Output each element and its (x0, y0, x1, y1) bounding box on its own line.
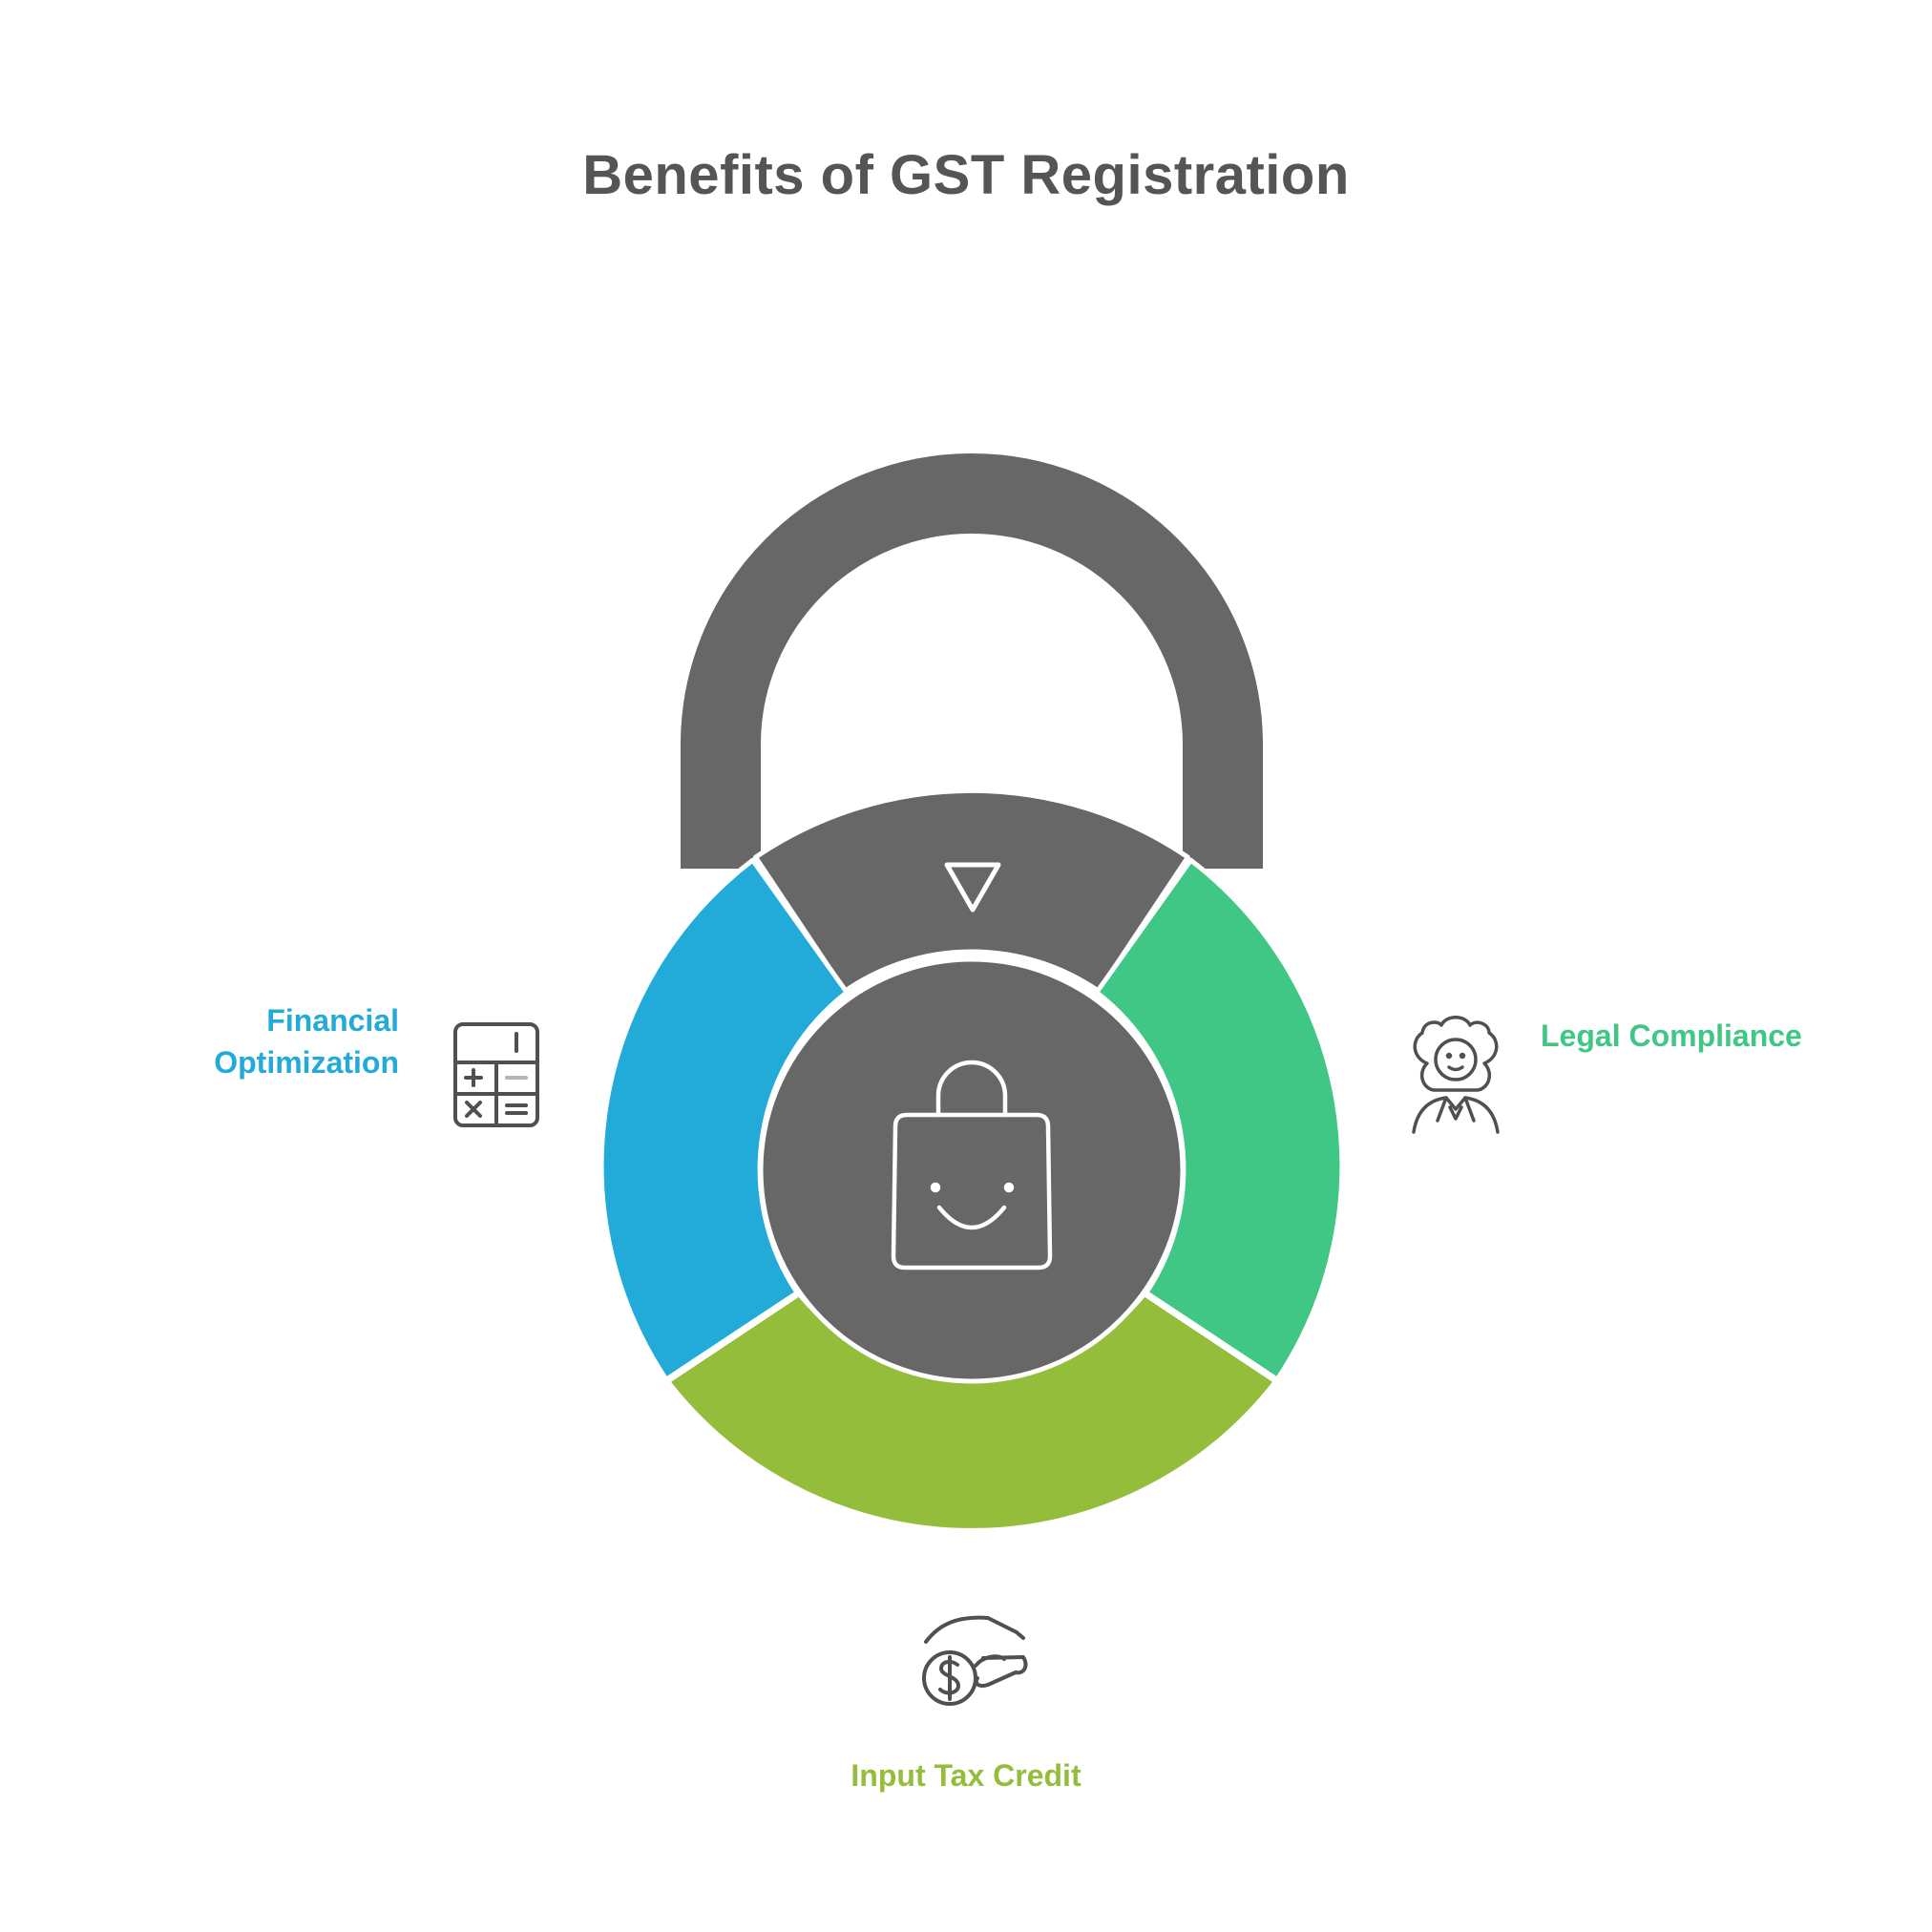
shopping-bag-icon (891, 1060, 1053, 1270)
diagram-title: Benefits of GST Registration (582, 144, 1350, 206)
center-disc (758, 956, 1186, 1384)
label-legal-compliance: Legal Compliance (1541, 1018, 1802, 1053)
calculator-icon (453, 1022, 539, 1127)
triangle-down-icon (944, 862, 1001, 913)
label-financial-optimization: Financial Optimization (214, 1003, 399, 1080)
hand-coin-icon (922, 1615, 1028, 1706)
segment-top (753, 788, 1190, 994)
padlock-shackle (681, 453, 1263, 869)
label-input-tax-credit: Input Tax Credit (850, 1758, 1082, 1793)
lawyer-icon (1412, 1016, 1500, 1134)
